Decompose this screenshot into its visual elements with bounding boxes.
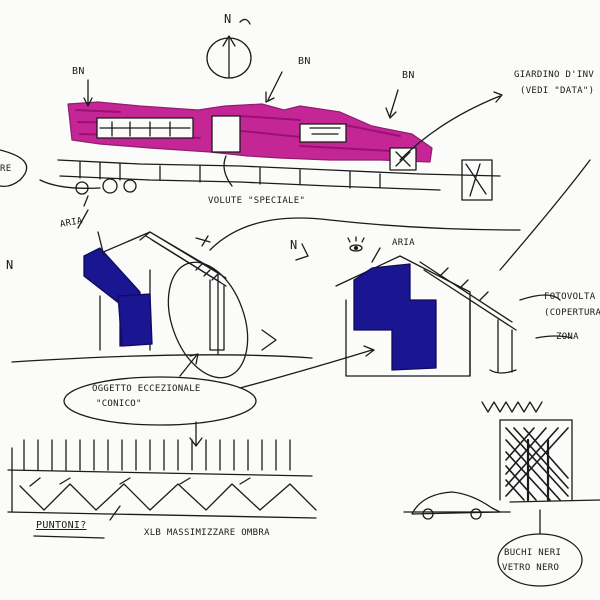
giardino-label-line1: GIARDINO D'INV — [514, 70, 595, 80]
buchi-label-line2: VETRO NERO — [502, 563, 560, 573]
bn-label-mid: BN — [298, 56, 311, 67]
magenta-elevation — [67, 101, 493, 201]
bn-label-left: BN — [72, 66, 85, 77]
giardino-label-line2: (VEDI "DATA") — [520, 86, 595, 96]
truss-sketch — [7, 439, 317, 539]
bn-arrows — [83, 71, 399, 119]
volute-leader — [223, 155, 233, 187]
north-arrow-top — [206, 18, 252, 79]
xlb-label: XLB MASSIMIZZARE OMBRA — [144, 528, 270, 538]
puntoni-label: PUNTONI? — [36, 520, 87, 531]
fotovoltaico-label-line2: (COPERTURA — [544, 308, 600, 318]
aria-label-right: ARIA — [392, 238, 415, 248]
north-label-left-section: N — [6, 258, 14, 272]
buchi-label-line1: BUCHI NERI — [504, 548, 562, 558]
zona-label: ZONA — [556, 332, 579, 342]
volute-label: VOLUTE "SPECIALE" — [208, 196, 306, 206]
north-label-right-section: N — [290, 238, 298, 252]
elevation-base — [0, 149, 501, 195]
oggetto-bubble — [11, 345, 375, 447]
left-edge-fragment: RE — [0, 164, 12, 174]
giardino-leader — [399, 91, 503, 161]
connector-curve — [209, 217, 521, 251]
connector-curve-2 — [499, 159, 591, 271]
right-section — [295, 236, 517, 377]
oggetto-label-line2: "CONICO" — [96, 399, 142, 409]
left-section — [77, 195, 277, 379]
fotovoltaico-label-line1: FOTOVOLTA — [544, 292, 596, 302]
bottom-right-sketch — [403, 401, 600, 587]
oggetto-label-line1: OGGETTO ECCEZIONALE — [92, 384, 201, 394]
bn-label-right: BN — [402, 70, 415, 81]
north-label-top: N — [224, 12, 232, 26]
